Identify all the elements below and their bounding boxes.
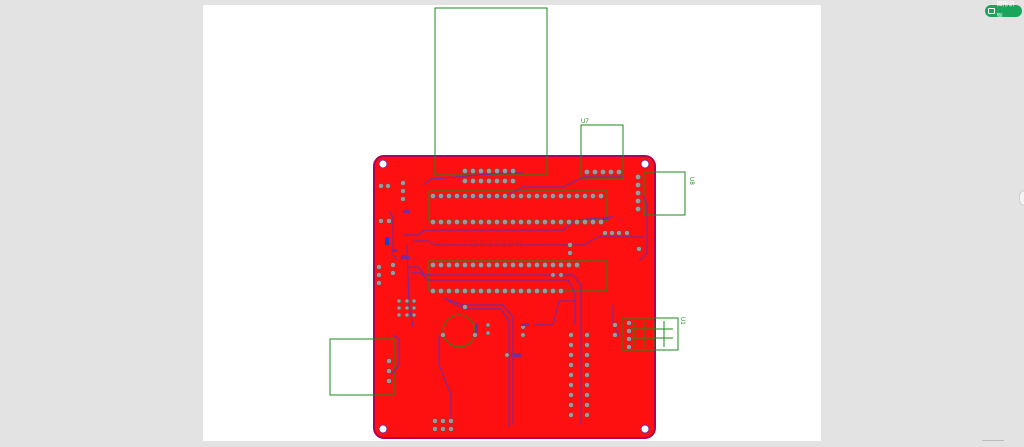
pcb-board[interactable] xyxy=(373,155,656,439)
label-u1: U1 xyxy=(679,317,685,325)
side-scroll-handle[interactable] xyxy=(1019,190,1024,206)
pcb-canvas[interactable]: TG02330H U7 U8 U1 xyxy=(203,5,821,441)
grid-doc-icon xyxy=(988,8,995,14)
status-divider xyxy=(982,440,1004,446)
label-u7: U7 xyxy=(581,119,589,125)
pcb-layout[interactable]: TG02330H U7 U8 U1 xyxy=(203,5,821,441)
recognize-button-label: 图形识别 xyxy=(996,2,1015,20)
board-title: TG02330H xyxy=(462,238,524,250)
label-u8: U8 xyxy=(688,177,694,185)
smd-parts xyxy=(385,210,609,357)
traces xyxy=(388,172,648,427)
pads xyxy=(376,168,642,432)
mounting-holes xyxy=(378,159,650,434)
recognize-button[interactable]: 图形识别 xyxy=(985,2,1022,20)
silkscreen-outlines xyxy=(329,7,686,396)
